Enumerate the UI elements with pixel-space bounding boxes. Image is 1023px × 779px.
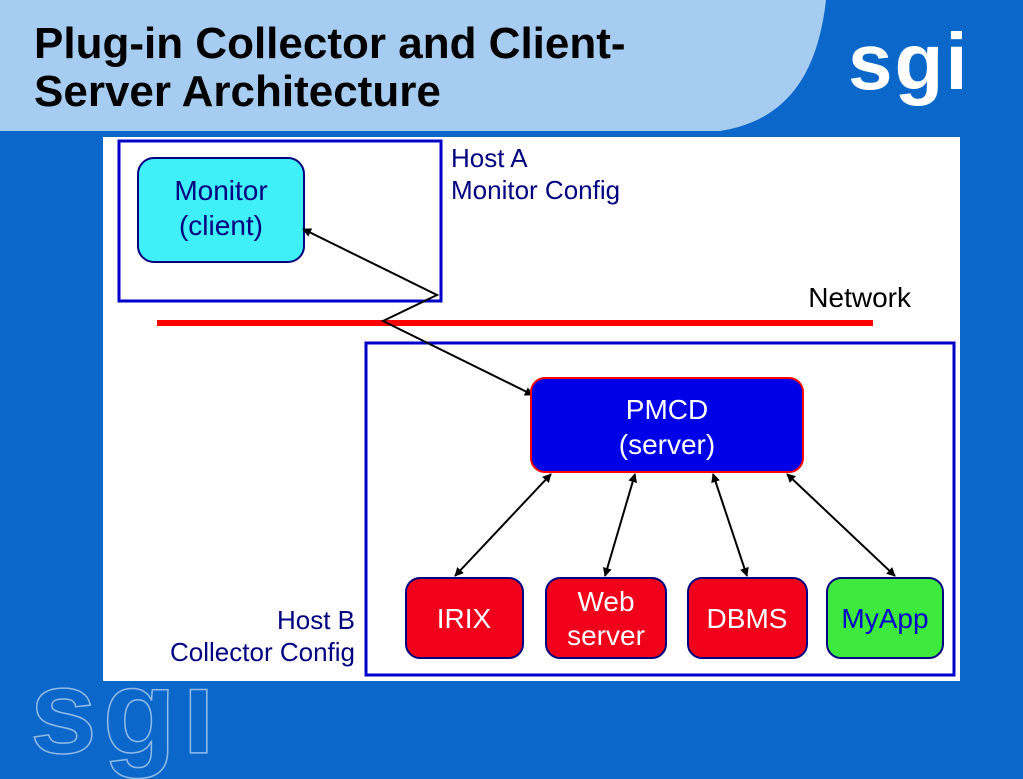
slide-title-line2: Server Architecture: [34, 67, 441, 116]
web-server-label-line2: server: [567, 620, 645, 651]
network-label: Network: [808, 282, 912, 313]
pmcd-label-line2: (server): [619, 429, 715, 460]
architecture-diagram: Host A Monitor Config Monitor (client) N…: [103, 137, 960, 681]
irix-agent-node: IRIX: [405, 577, 524, 659]
dbms-label-line1: DBMS: [707, 603, 788, 634]
client-server-link: [302, 228, 534, 396]
header-band: [0, 0, 826, 131]
web-server-label-line1: Web: [577, 586, 634, 617]
sgi-logo: sgi: [848, 17, 970, 106]
monitor-client-node: Monitor (client): [137, 157, 305, 263]
monitor-label-line2: (client): [179, 210, 263, 241]
host-b-label-line2: Collector Config: [170, 637, 355, 667]
irix-label-line1: IRIX: [437, 603, 492, 634]
myapp-label-line1: MyApp: [841, 603, 928, 634]
pmcd-dbms-link: [711, 473, 749, 577]
pmcd-irix-link: [454, 473, 552, 577]
slide-title: Plug-in Collector and Client- Server Arc…: [34, 20, 626, 116]
host-b-box: [364, 341, 956, 677]
pmcd-myapp-link: [786, 473, 896, 577]
host-a-box: [117, 139, 443, 303]
host-a-label-line1: Host A: [451, 143, 528, 173]
slide-title-line1: Plug-in Collector and Client-: [34, 19, 626, 68]
web-server-agent-node: Web server: [545, 577, 667, 659]
pmcd-label-line1: PMCD: [626, 394, 708, 425]
pmcd-server-node: PMCD (server): [530, 377, 804, 473]
monitor-label-line1: Monitor: [174, 175, 267, 206]
pmcd-web-link: [602, 473, 638, 577]
host-b-label-line1: Host B: [277, 605, 355, 635]
dbms-agent-node: DBMS: [687, 577, 808, 659]
host-a-label-line2: Monitor Config: [451, 175, 620, 205]
myapp-agent-node: MyApp: [826, 577, 944, 659]
